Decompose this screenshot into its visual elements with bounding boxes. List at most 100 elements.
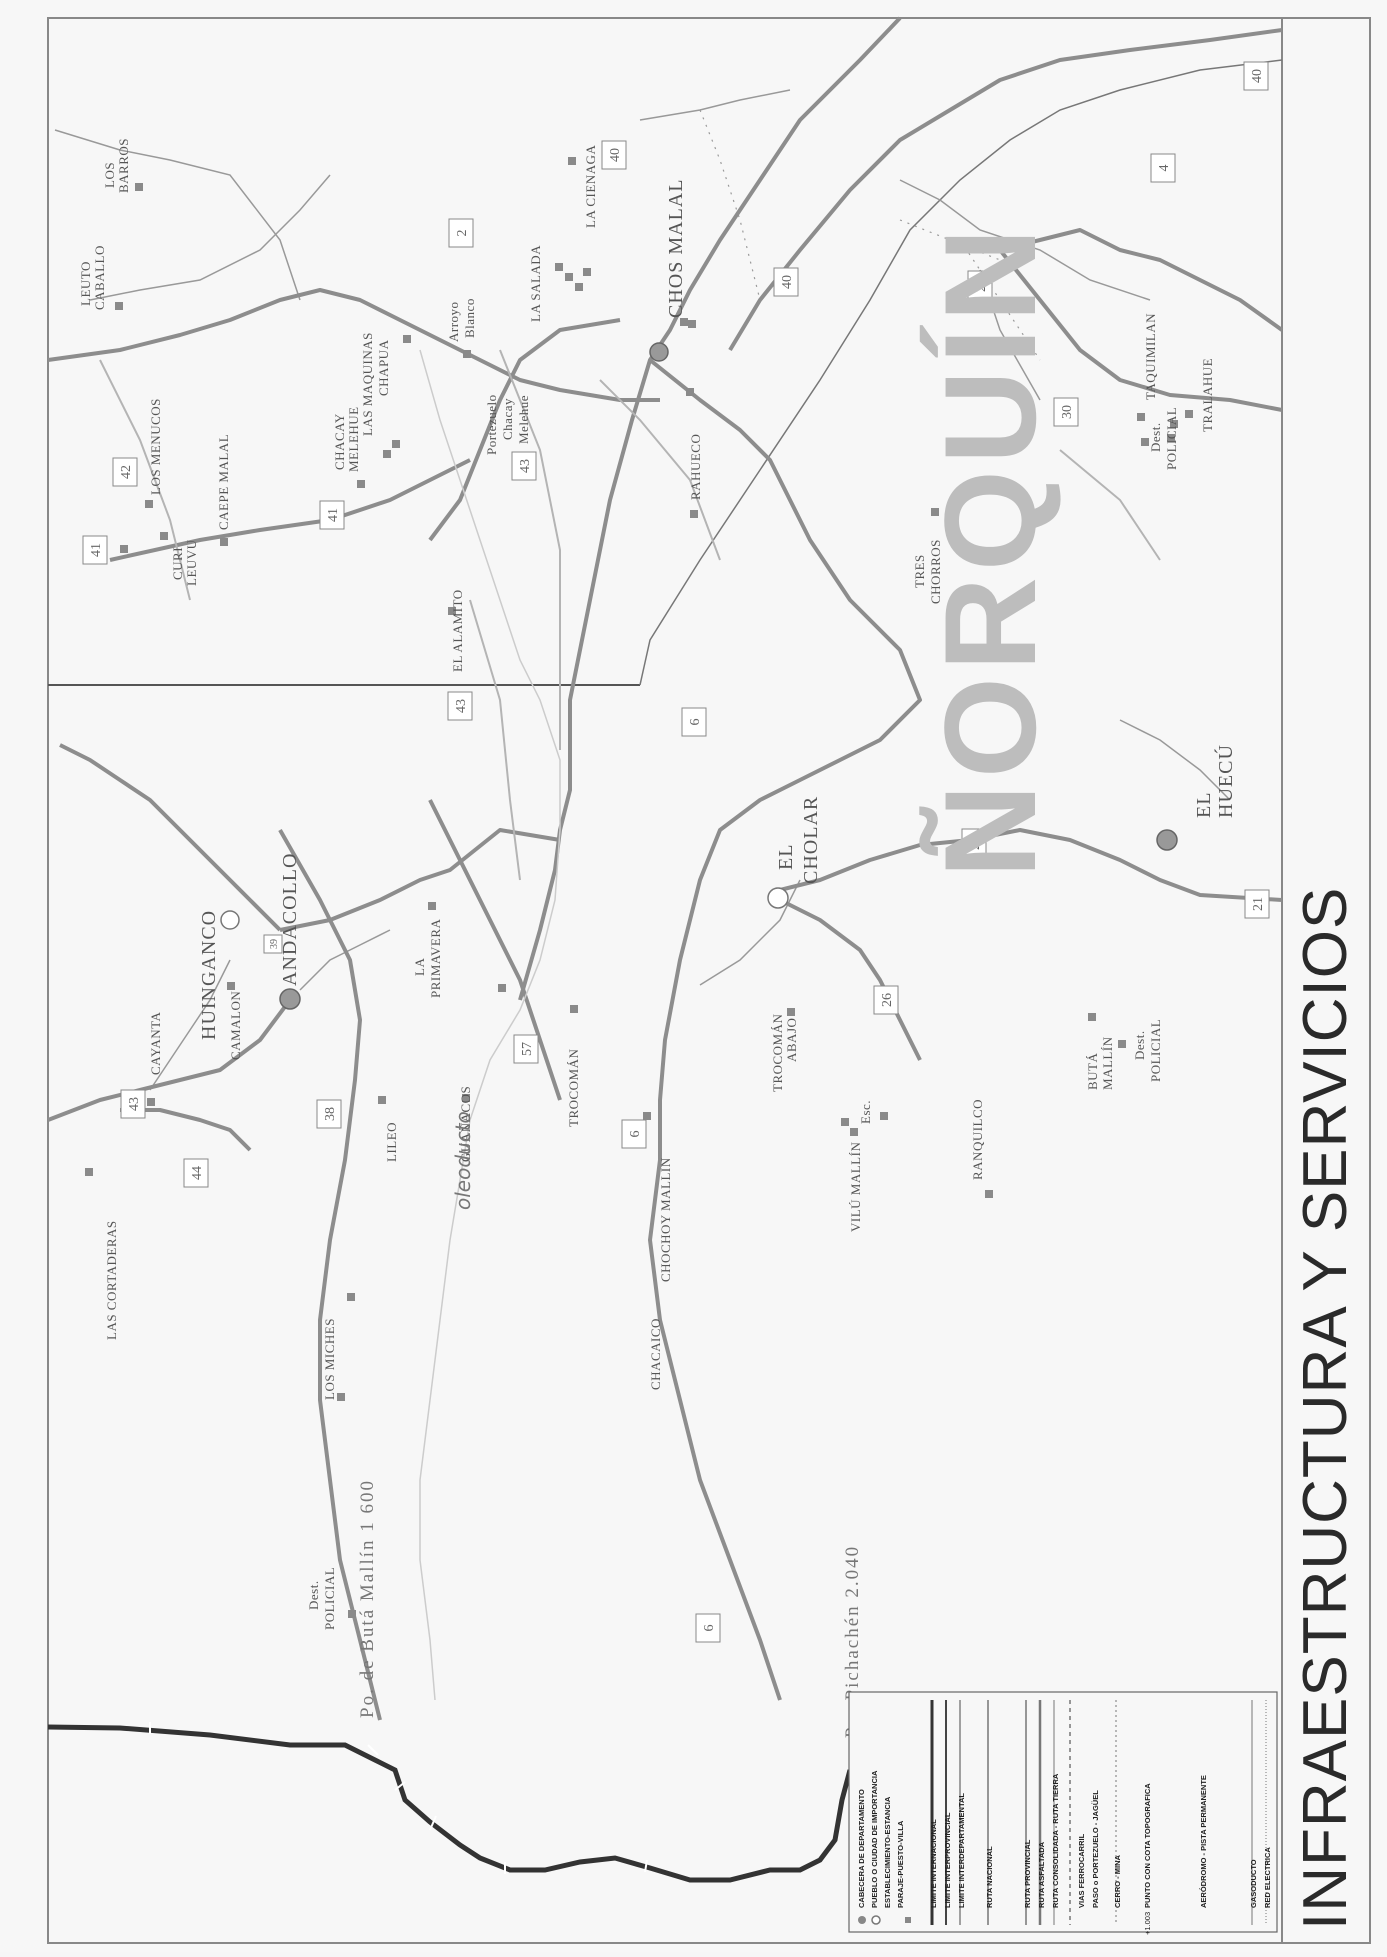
route-shield-38: 38 — [316, 1099, 342, 1129]
svg-text:POLICIAL: POLICIAL — [1164, 407, 1179, 470]
svg-text:LAS CORTADERAS: LAS CORTADERAS — [104, 1220, 119, 1340]
svg-text:LIMITE INTERDEPARTAMENTAL: LIMITE INTERDEPARTAMENTAL — [957, 1793, 966, 1908]
svg-text:VIAS FERROCARRIL: VIAS FERROCARRIL — [1077, 1833, 1086, 1908]
svg-text:LA SALADA: LA SALADA — [528, 245, 543, 322]
svg-text:21: 21 — [1251, 897, 1266, 911]
svg-text:TAQUIMILAN: TAQUIMILAN — [1143, 313, 1158, 400]
border-ticks — [149, 1722, 648, 1874]
ruta-43 — [428, 318, 621, 542]
svg-text:LILEO: LILEO — [384, 1122, 399, 1162]
svg-text:38: 38 — [323, 1107, 338, 1121]
svg-text:CHOCHOY MALLIN: CHOCHOY MALLIN — [658, 1157, 673, 1282]
svg-text:43: 43 — [127, 1097, 142, 1111]
svg-text:40: 40 — [1250, 69, 1265, 83]
svg-text:26: 26 — [880, 993, 895, 1007]
svg-text:41: 41 — [326, 508, 341, 522]
svg-text:TROCOMÁN: TROCOMÁN — [770, 1013, 785, 1092]
label-oleoducto: oleoducto — [451, 1111, 475, 1210]
svg-text:EL ALAMITO: EL ALAMITO — [450, 589, 465, 672]
svg-text:RANQUILCO: RANQUILCO — [970, 1099, 985, 1180]
svg-text:LIMITE INTERPROVINCIAL: LIMITE INTERPROVINCIAL — [943, 1812, 952, 1908]
label-el-cholar-2: CHOLAR — [800, 796, 822, 884]
el-cholar-marker — [767, 887, 789, 909]
svg-text:CAYANTA: CAYANTA — [148, 1012, 163, 1075]
svg-text:POLICIAL: POLICIAL — [322, 1567, 337, 1630]
ruta-30 — [998, 248, 1283, 412]
place-markers — [85, 157, 1193, 1618]
route-shield-6: 6 — [681, 707, 707, 737]
svg-text:43: 43 — [454, 699, 469, 713]
ruta-26 — [779, 898, 922, 1061]
svg-text:29: 29 — [974, 278, 989, 292]
svg-text:LA CIENAGA: LA CIENAGA — [583, 145, 598, 228]
legend-box — [848, 1691, 1278, 1933]
ruta-40-south — [728, 28, 1283, 352]
route-shield-40: 40 — [601, 140, 627, 170]
svg-text:40: 40 — [780, 275, 795, 289]
svg-text:LEUVU: LEUVU — [184, 539, 199, 586]
ruta-44 — [120, 1108, 252, 1152]
svg-text:GASODUCTO: GASODUCTO — [1249, 1859, 1258, 1908]
svg-text:VILÚ MALLÍN: VILÚ MALLÍN — [848, 1142, 863, 1232]
svg-text:Blanco: Blanco — [462, 298, 477, 338]
svg-text:CHAPUA: CHAPUA — [376, 339, 391, 396]
svg-text:PASO o PORTEZUELO - JAGÜEL: PASO o PORTEZUELO - JAGÜEL — [1091, 1790, 1100, 1908]
map-frame — [47, 17, 1371, 1944]
svg-text:4: 4 — [1157, 165, 1172, 172]
place-labels: CHOS MALAL ANDACOLLO HUINGANCO EL CHOLAR… — [78, 138, 1237, 1738]
svg-text:44: 44 — [190, 1166, 205, 1180]
svg-text:PARAJE-PUESTO-VILLA: PARAJE-PUESTO-VILLA — [896, 1820, 905, 1908]
svg-text:6: 6 — [688, 719, 703, 726]
ruta-6 — [648, 358, 922, 1701]
label-paso-buta-mallin: Po. de Butá Mallín 1 600 — [357, 1479, 378, 1718]
svg-text:+1.003: +1.003 — [1143, 1912, 1152, 1935]
svg-text:RUTA CONSOLIDADA - RUTA TIERRA: RUTA CONSOLIDADA - RUTA TIERRA — [1051, 1773, 1060, 1908]
svg-text:42: 42 — [119, 465, 134, 479]
route-shield-57: 57 — [513, 1034, 539, 1064]
svg-text:CAMALON: CAMALON — [228, 991, 243, 1060]
route-shield-43: 43 — [511, 451, 537, 481]
svg-text:LOS MICHES: LOS MICHES — [322, 1318, 337, 1400]
interdepartmental-limit — [639, 59, 1283, 686]
secondary-roads — [99, 349, 1161, 881]
svg-text:41: 41 — [89, 543, 104, 557]
route-shield-39: 39 — [263, 934, 283, 954]
label-paso-pichachen: Po. Pichachén 2.040 — [842, 1545, 863, 1738]
department-name: ÑORQUÍN — [917, 222, 1063, 878]
svg-text:Esc.: Esc. — [858, 1100, 873, 1124]
svg-text:LIMITE INTERNACIONAL: LIMITE INTERNACIONAL — [929, 1819, 938, 1908]
route-shield-44: 44 — [183, 1158, 209, 1188]
route-shield-40: 40 — [773, 267, 799, 297]
map-title: INFRAESTRUCTURA Y SERVICIOS — [1291, 887, 1360, 1930]
route-shields: 40 40 40 2 4 29 30 43 42 41 41 43 6 21 2… — [82, 61, 1270, 1643]
svg-text:TRES: TRES — [912, 554, 927, 588]
svg-text:RUTA ASFALTADA: RUTA ASFALTADA — [1037, 1841, 1046, 1908]
ruta-2 — [47, 288, 660, 402]
andacollo-marker — [279, 988, 301, 1010]
svg-text:21: 21 — [968, 836, 983, 850]
svg-text:CHORROS: CHORROS — [928, 539, 943, 604]
svg-text:CURI: CURI — [170, 547, 185, 580]
legend: CABECERA DE DEPARTAMENTO PUEBLO O CIUDAD… — [848, 1691, 1278, 1935]
ruta-4 — [999, 228, 1284, 332]
route-shield-26: 26 — [873, 985, 899, 1015]
svg-text:CABALLO: CABALLO — [92, 245, 107, 310]
label-chos-malal: CHOS MALAL — [665, 179, 687, 318]
svg-text:6: 6 — [702, 1625, 717, 1632]
ruta-38 — [278, 829, 382, 1721]
route-shield-21: 21 — [961, 828, 987, 858]
svg-text:MELEHUE: MELEHUE — [346, 406, 361, 472]
svg-text:RUTA NACIONAL: RUTA NACIONAL — [985, 1846, 994, 1908]
svg-text:2: 2 — [455, 230, 470, 237]
svg-text:PUNTO CON COTA TOPOGRAFICA: PUNTO CON COTA TOPOGRAFICA — [1143, 1783, 1152, 1908]
svg-text:CHACAY: CHACAY — [332, 413, 347, 470]
svg-text:RUTA PROVINCIAL: RUTA PROVINCIAL — [1023, 1839, 1032, 1908]
international-limit — [47, 1724, 853, 1883]
ruta-57 — [428, 799, 562, 1101]
route-shield-21: 21 — [1244, 889, 1270, 919]
svg-text:BARROS: BARROS — [116, 138, 131, 193]
svg-text:ABAJO: ABAJO — [784, 1018, 799, 1062]
huinganco-marker — [220, 910, 240, 930]
svg-text:CABECERA DE DEPARTAMENTO: CABECERA DE DEPARTAMENTO — [857, 1789, 866, 1908]
